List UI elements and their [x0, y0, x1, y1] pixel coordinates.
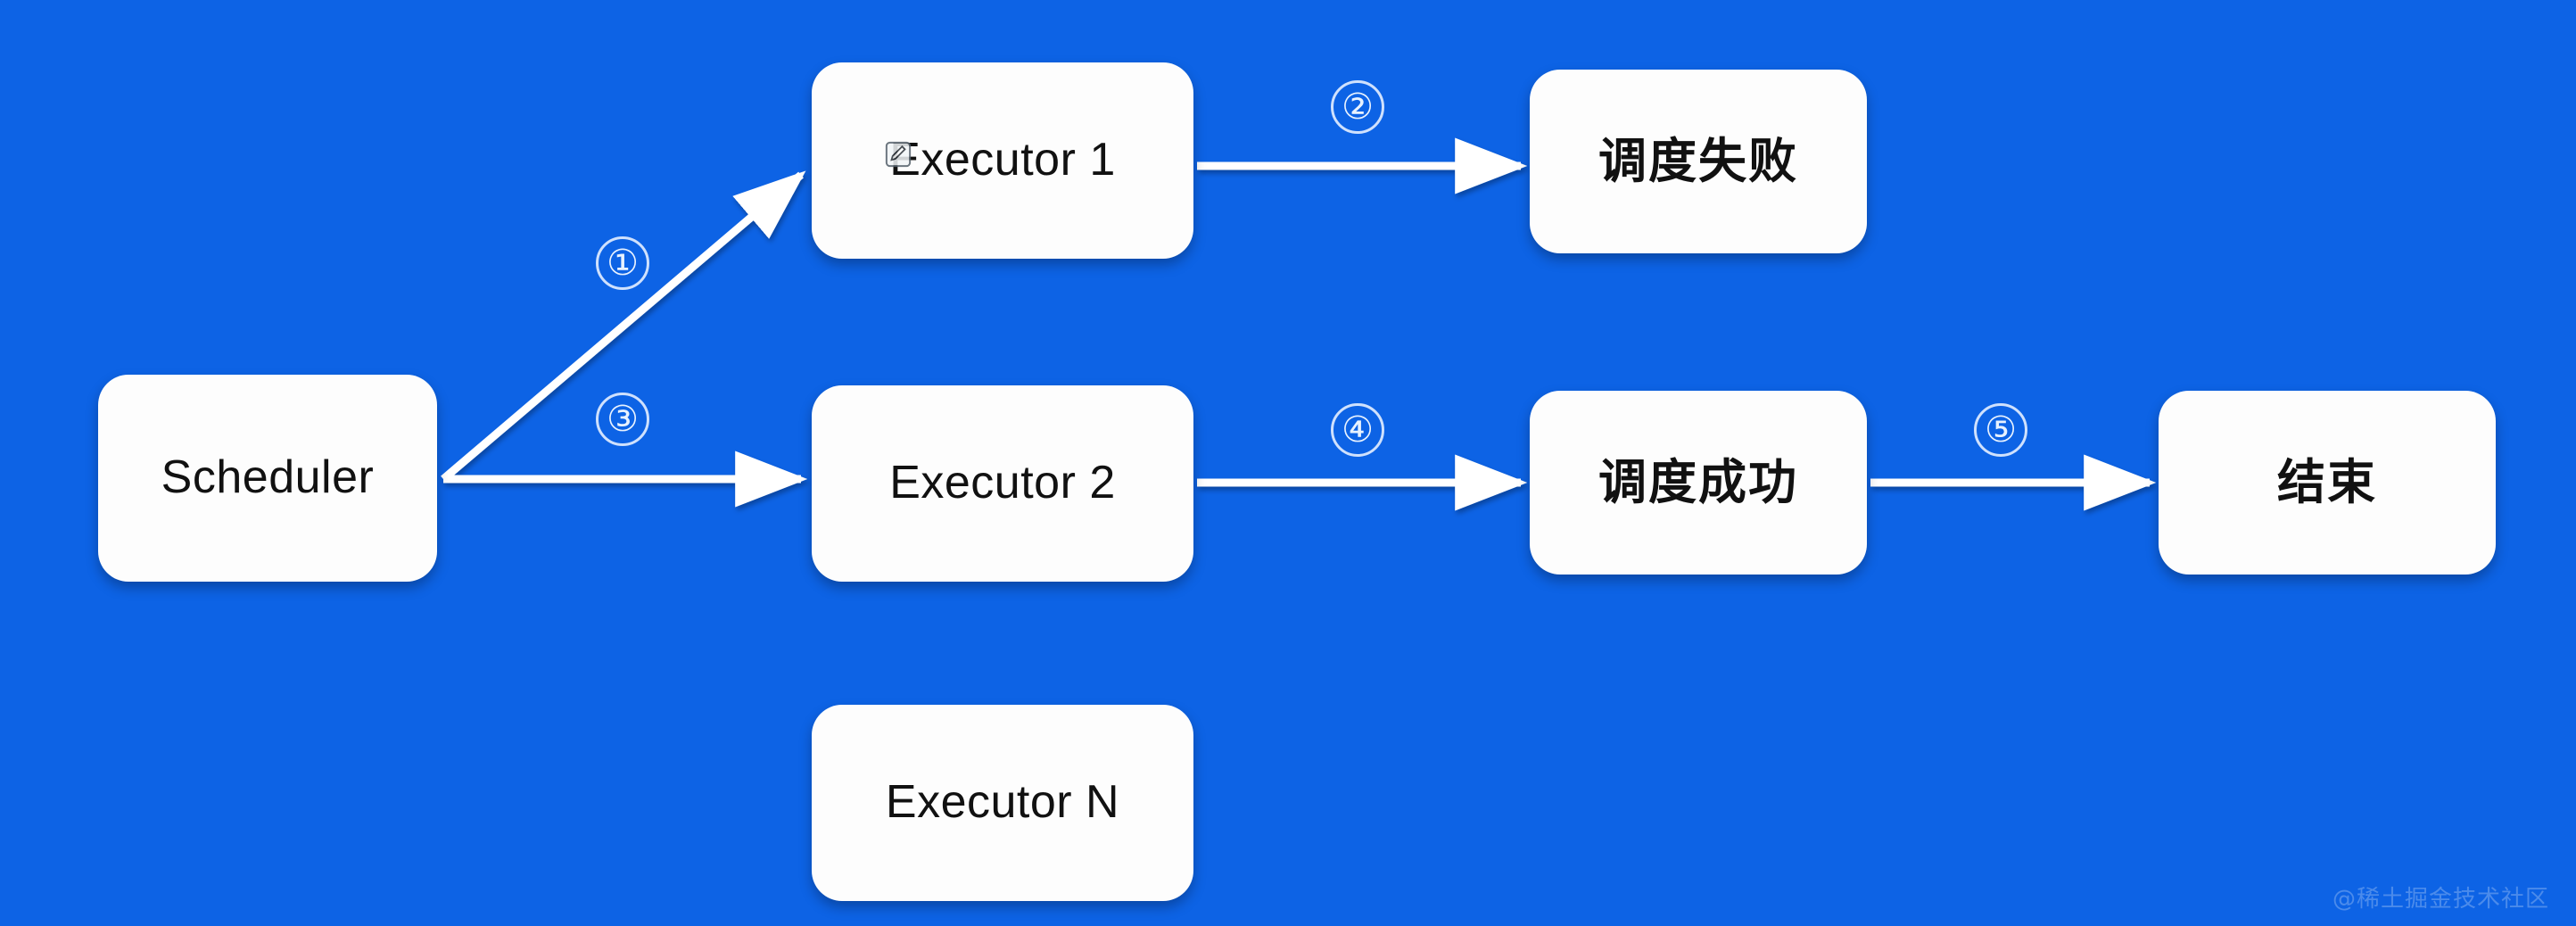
watermark: @稀土掘金技术社区	[2332, 886, 2549, 913]
node-label-success: 调度成功	[1598, 454, 1798, 511]
step-badge-e5: ⑤	[1974, 403, 2027, 457]
cursor-artifact-icon	[885, 141, 912, 168]
node-label-executor2: Executor 2	[889, 457, 1116, 509]
step-badge-e4: ④	[1331, 403, 1384, 457]
node-executorN[interactable]: Executor N	[812, 705, 1193, 901]
node-executor2[interactable]: Executor 2	[812, 385, 1193, 582]
node-label-executorN: Executor N	[885, 776, 1120, 829]
node-label-fail: 调度失败	[1598, 133, 1798, 190]
step-badge-e1: ①	[596, 236, 649, 290]
step-badge-e2: ②	[1331, 80, 1384, 134]
node-label-scheduler: Scheduler	[161, 451, 375, 504]
node-fail[interactable]: 调度失败	[1530, 70, 1867, 253]
node-success[interactable]: 调度成功	[1530, 391, 1867, 575]
node-executor1[interactable]: Executor 1	[812, 62, 1193, 259]
node-label-end: 结束	[2277, 454, 2377, 511]
step-badge-e3: ③	[596, 393, 649, 446]
node-scheduler[interactable]: Scheduler	[98, 375, 437, 582]
node-label-executor1: Executor 1	[889, 134, 1116, 186]
node-end[interactable]: 结束	[2159, 391, 2496, 575]
